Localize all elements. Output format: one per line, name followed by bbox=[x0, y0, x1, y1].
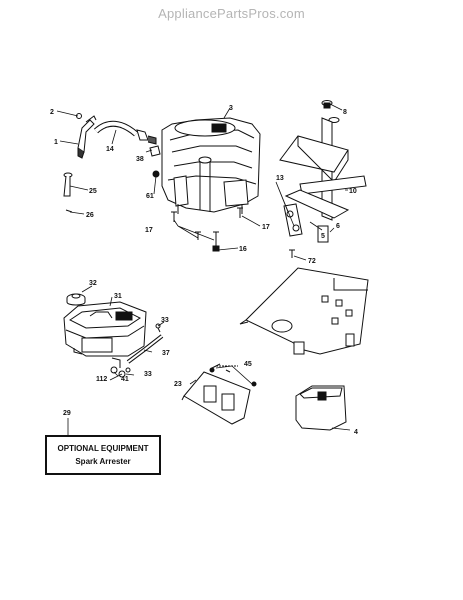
callout-14: 14 bbox=[106, 146, 114, 153]
chassis-plate-part[interactable] bbox=[239, 267, 369, 355]
callout-10: 10 bbox=[349, 188, 357, 195]
callout-31: 31 bbox=[114, 293, 122, 300]
fuel-cap-part[interactable] bbox=[66, 293, 86, 306]
callout-17-left: 17 bbox=[145, 227, 153, 234]
callout-38: 38 bbox=[136, 156, 144, 163]
callout-45: 45 bbox=[244, 361, 252, 368]
mounting-bolt-part[interactable] bbox=[171, 207, 243, 252]
callout-16: 16 bbox=[239, 246, 247, 253]
muffler-part[interactable] bbox=[295, 385, 347, 431]
callout-13: 13 bbox=[276, 175, 284, 182]
callout-1: 1 bbox=[54, 139, 58, 146]
callout-17-right: 17 bbox=[262, 224, 270, 231]
engine-part[interactable] bbox=[161, 117, 261, 214]
fuel-tank-part[interactable] bbox=[63, 301, 147, 357]
callout-32: 32 bbox=[89, 280, 97, 287]
callout-29: 29 bbox=[63, 410, 71, 417]
callout-5: 5 bbox=[321, 233, 325, 240]
spark-arrester-label[interactable]: Spark Arrester bbox=[75, 457, 131, 466]
callout-2: 2 bbox=[50, 109, 54, 116]
oil-fill-cap-part[interactable] bbox=[63, 172, 73, 213]
callout-8: 8 bbox=[343, 109, 347, 116]
callout-37: 37 bbox=[162, 350, 170, 357]
callout-33-top: 33 bbox=[161, 317, 169, 324]
callout-3: 3 bbox=[229, 105, 233, 112]
optional-equipment-box: OPTIONAL EQUIPMENT Spark Arrester bbox=[45, 435, 161, 475]
callout-4: 4 bbox=[354, 429, 358, 436]
callout-41: 41 bbox=[121, 376, 129, 383]
callout-25: 25 bbox=[89, 188, 97, 195]
callout-leaders bbox=[56, 103, 351, 435]
callout-26: 26 bbox=[86, 212, 94, 219]
heat-shield-part[interactable] bbox=[181, 363, 257, 425]
callout-33-bottom: 33 bbox=[144, 371, 152, 378]
callout-6: 6 bbox=[336, 223, 340, 230]
watermark: AppliancePartsPros.com bbox=[158, 6, 305, 21]
callout-labels: 2 1 14 3 38 61 25 26 17 17 16 8 10 13 6 … bbox=[50, 105, 358, 436]
hose-part[interactable] bbox=[93, 120, 157, 145]
callout-72: 72 bbox=[308, 258, 316, 265]
callout-61: 61 bbox=[146, 193, 154, 200]
callout-112: 112 bbox=[96, 376, 107, 383]
dipstick-tube-part[interactable] bbox=[76, 113, 97, 159]
callout-23: 23 bbox=[174, 381, 182, 388]
optional-equipment-title: OPTIONAL EQUIPMENT bbox=[57, 444, 149, 453]
fitting-part[interactable] bbox=[149, 145, 161, 178]
